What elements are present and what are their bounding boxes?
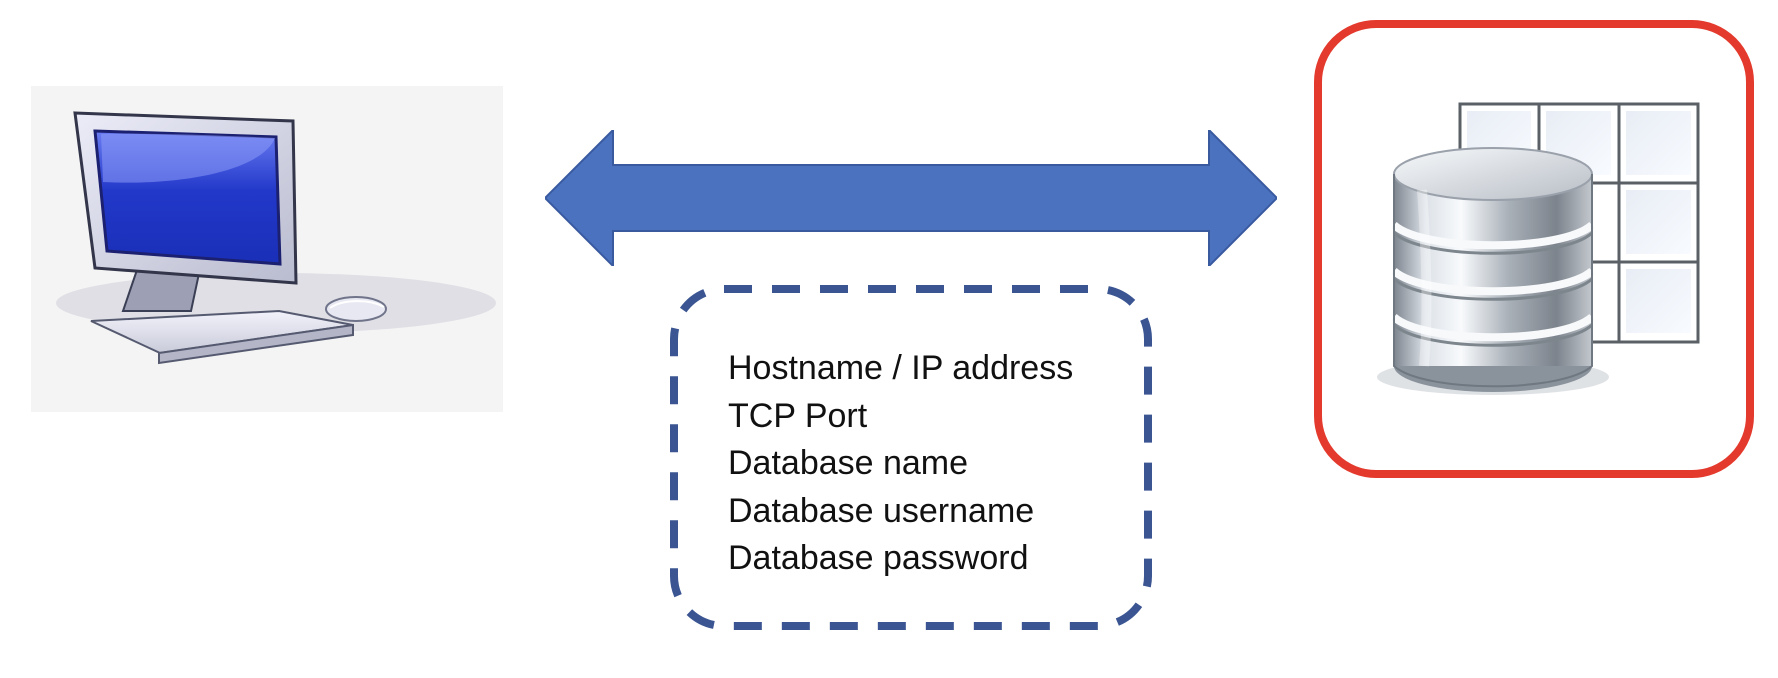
connection-parameters-list: Hostname / IP address TCP Port Database … — [728, 345, 1073, 583]
parameter-database-username: Database username — [728, 491, 1035, 530]
desktop-computer-icon — [56, 111, 496, 365]
bidirectional-connection — [545, 130, 1277, 266]
parameter-tcp-port: TCP Port — [728, 396, 868, 435]
database-table-icon — [1314, 20, 1754, 478]
parameter-database-password: Database password — [728, 539, 1029, 577]
double-arrow-icon — [545, 130, 1277, 266]
client-computer — [31, 86, 503, 412]
database-server — [1314, 20, 1754, 478]
parameter-hostname: Hostname / IP address — [728, 349, 1074, 387]
parameter-database-name: Database name — [728, 444, 969, 482]
